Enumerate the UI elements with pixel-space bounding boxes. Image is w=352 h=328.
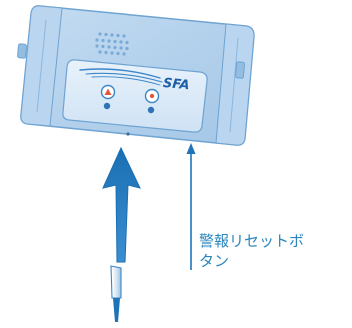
warning-reset-button[interactable] [100,84,116,110]
alarm-device: SFA [17,5,255,146]
warning-indicator-led [103,102,111,110]
insert-direction-arrow [102,146,141,263]
secondary-button-dot-icon [149,93,155,99]
brand-logo: SFA [162,76,190,93]
front-panel [62,59,208,133]
brand-swoosh-icon [79,68,163,86]
warning-triangle-icon [104,88,112,95]
secondary-indicator-led [147,106,155,114]
device-right-end [215,23,255,146]
secondary-button[interactable] [144,88,160,114]
reset-pinhole[interactable] [126,132,130,136]
callout-pointer [186,143,196,270]
speaker-grille-icon [95,32,129,56]
callout-label: 警報リセットボ タン [199,232,305,270]
pin-tool [110,265,122,322]
